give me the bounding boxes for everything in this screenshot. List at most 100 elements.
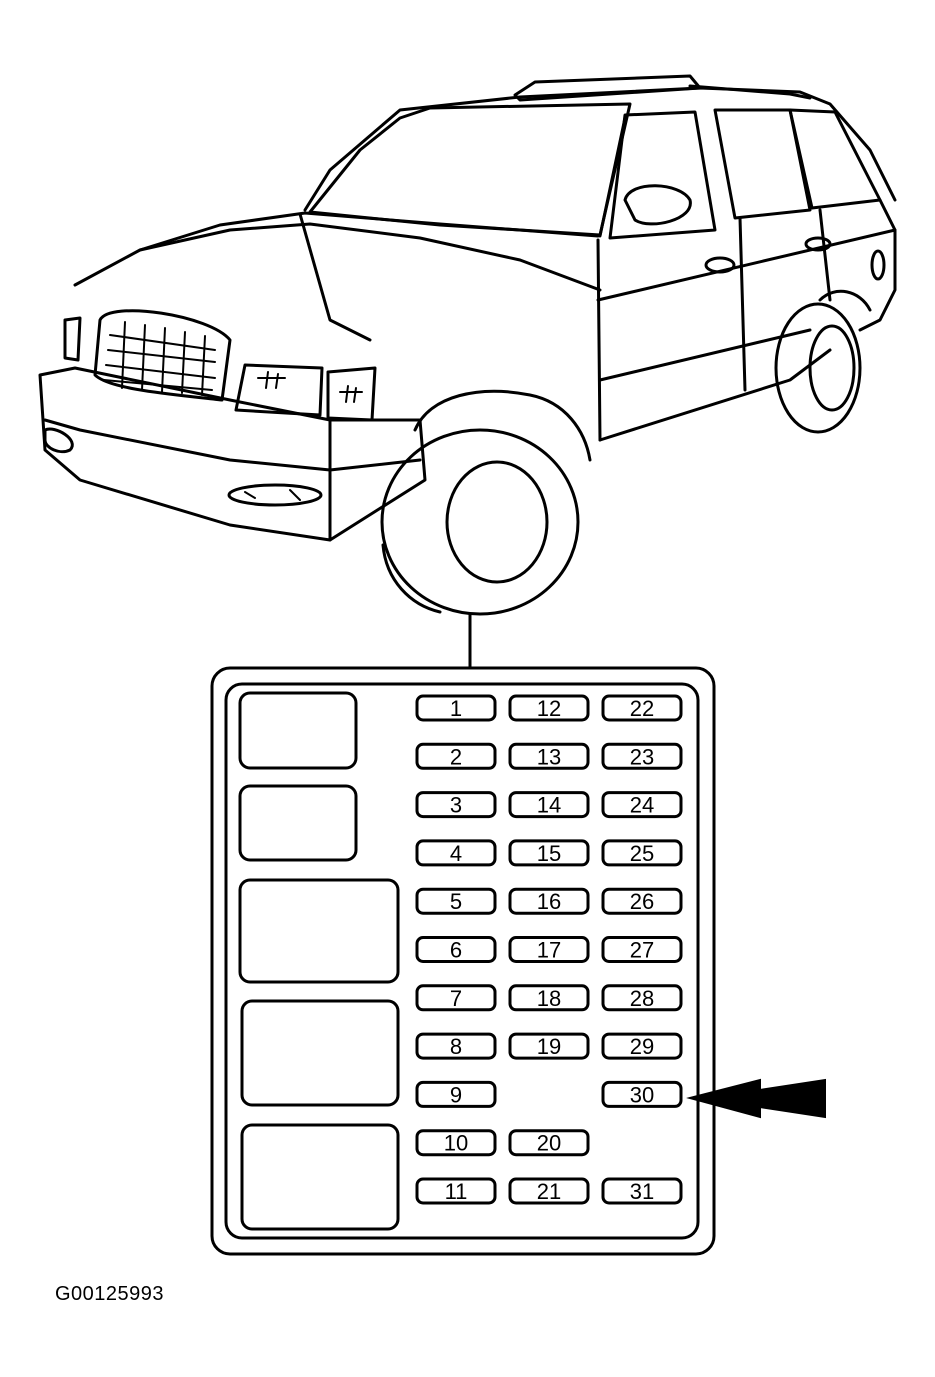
fuse-body [601, 791, 683, 819]
fuse-body [415, 936, 497, 963]
relay-block-4 [240, 999, 400, 1107]
fuse-label: 13 [537, 744, 561, 769]
fuse-31: 31 [601, 1177, 683, 1205]
fuse-14: 14 [508, 791, 590, 819]
fuse-label: 23 [630, 744, 654, 769]
fuse-label: 24 [630, 793, 654, 818]
fuse-body [508, 791, 590, 819]
fuse-13: 13 [508, 742, 590, 770]
fuse-label: 16 [537, 889, 561, 914]
fuse-body [415, 1177, 497, 1205]
fuse-2: 2 [415, 742, 497, 770]
fuse-18: 18 [508, 984, 590, 1012]
fuse-10: 10 [415, 1129, 497, 1157]
fuse-label: 1 [450, 696, 462, 721]
fuse-body [508, 1129, 590, 1157]
fuse-label: 21 [537, 1179, 561, 1204]
fuse-body [508, 984, 590, 1012]
relay-block-3 [238, 878, 400, 984]
panel-inner-border [224, 682, 700, 1240]
fuse-body [508, 694, 590, 722]
fuse-label: 30 [630, 1082, 654, 1107]
fuse-body [415, 887, 497, 915]
fuse-12: 12 [508, 694, 590, 722]
fuse-label: 4 [450, 841, 462, 866]
fuse-16: 16 [508, 887, 590, 915]
fuse-body [508, 1032, 590, 1060]
fuse-body [508, 1177, 590, 1205]
fuse-grid: 1234567891011121314151617181920212223242… [415, 694, 683, 1205]
panel-outer-border [210, 666, 716, 1256]
fuse-11: 11 [415, 1177, 497, 1205]
fuse-label: 20 [537, 1131, 561, 1156]
fuse-15: 15 [508, 839, 590, 867]
fuse-body [415, 791, 497, 819]
fuse-body [601, 984, 683, 1012]
fuse-body [601, 1080, 683, 1108]
fuse-body [415, 984, 497, 1012]
fuse-30: 30 [601, 1080, 683, 1108]
fuse-body [601, 936, 683, 963]
fuse-body [415, 694, 497, 722]
fuse-body [601, 839, 683, 867]
fuse-label: 17 [537, 938, 561, 963]
fuse-label: 14 [537, 793, 561, 818]
fuse-17: 17 [508, 936, 590, 963]
fuse-label: 22 [630, 696, 654, 721]
fuse-23: 23 [601, 742, 683, 770]
fuse-label: 8 [450, 1034, 462, 1059]
fuse-body [508, 936, 590, 963]
fuse-label: 31 [630, 1179, 654, 1204]
fuse-body [508, 839, 590, 867]
fuse-label: 25 [630, 841, 654, 866]
image-code: G00125993 [55, 1283, 165, 1305]
fuse-body [601, 742, 683, 770]
fuse-25: 25 [601, 839, 683, 867]
fuse-label: 27 [630, 938, 654, 963]
fuse-body [601, 1032, 683, 1060]
fuse-24: 24 [601, 791, 683, 819]
fuse-22: 22 [601, 694, 683, 722]
fuse-27: 27 [601, 936, 683, 963]
fuse-4: 4 [415, 839, 497, 867]
fuse-label: 2 [450, 744, 462, 769]
fuse-label: 6 [450, 938, 462, 963]
fuse-19: 19 [508, 1032, 590, 1060]
fuse-21: 21 [508, 1177, 590, 1205]
fuse-panel [210, 666, 716, 1256]
fuse-label: 3 [450, 793, 462, 818]
fuse-body [601, 694, 683, 722]
fuse-body [415, 742, 497, 770]
relay-block-1 [238, 691, 358, 770]
fuse-body [415, 839, 497, 867]
fuse-body [601, 887, 683, 915]
fuse-body [415, 1032, 497, 1060]
fuse-body [601, 1177, 683, 1205]
fuse-label: 15 [537, 841, 561, 866]
fuse-body [415, 1129, 497, 1157]
fuse-label: 29 [630, 1034, 654, 1059]
fuse-label: 9 [450, 1082, 462, 1107]
fuse-body [415, 1080, 497, 1108]
relay-block-2 [238, 784, 358, 862]
fuse-label: 10 [444, 1131, 468, 1156]
fuse-label: 11 [445, 1179, 468, 1204]
fuse-8: 8 [415, 1032, 497, 1060]
fuse-26: 26 [601, 887, 683, 915]
fuse-9: 9 [415, 1080, 497, 1108]
relay-block-5 [240, 1123, 400, 1231]
fuse-6: 6 [415, 936, 497, 963]
fuse-label: 18 [537, 986, 561, 1011]
fuse-body [508, 887, 590, 915]
fuse-body [508, 742, 590, 770]
fuse-label: 12 [537, 696, 561, 721]
fuse-label: 28 [630, 986, 654, 1011]
fuse-5: 5 [415, 887, 497, 915]
fuse-label: 7 [450, 986, 462, 1011]
fuse-label: 26 [630, 889, 654, 914]
vehicle-illustration [38, 74, 897, 616]
fuse-7: 7 [415, 984, 497, 1012]
arrow-indicator [686, 1078, 826, 1119]
fuse-29: 29 [601, 1032, 683, 1060]
